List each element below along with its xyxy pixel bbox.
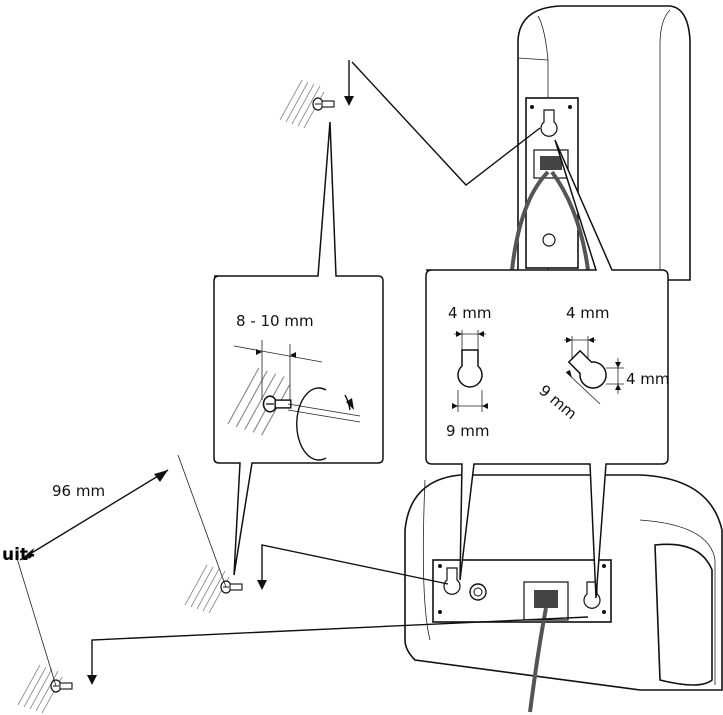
gap-range-label: 8 - 10 mm (236, 312, 314, 330)
top-wall-screw (279, 79, 335, 129)
horizontal-speaker (404, 474, 723, 713)
slot-side-label-2: 4 mm (626, 370, 670, 388)
slot-width-label-1: 4 mm (448, 304, 492, 322)
slot-width-label-2: 4 mm (566, 304, 610, 322)
tall-speaker-keyhole (540, 109, 558, 137)
screw-detail-callout: 8 - 10 mm (213, 121, 384, 576)
bottom-wall-screw (17, 664, 73, 714)
guide-lines (15, 60, 589, 687)
slot-height-label-1: 9 mm (446, 422, 490, 440)
keyhole-detail-callout: 4 mm 9 mm 4 mm 4 mm 9 mm (425, 139, 670, 599)
screw-distance-label: 96 mm (52, 482, 105, 500)
cut-off-text: uit- (2, 545, 35, 565)
tall-speaker (510, 5, 691, 281)
